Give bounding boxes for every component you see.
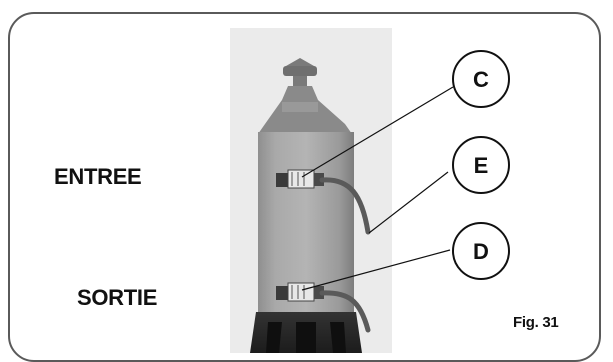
callout-d-label: D <box>473 239 489 264</box>
callout-e: E <box>453 137 509 193</box>
callout-d: D <box>453 223 509 279</box>
callout-c-label: C <box>473 67 489 92</box>
callout-c: C <box>453 51 509 107</box>
outlet-label: SORTIE <box>77 285 157 311</box>
inlet-label: ENTREE <box>54 164 141 190</box>
figure-caption: Fig. 31 <box>513 314 558 331</box>
callout-e-label: E <box>474 153 489 178</box>
